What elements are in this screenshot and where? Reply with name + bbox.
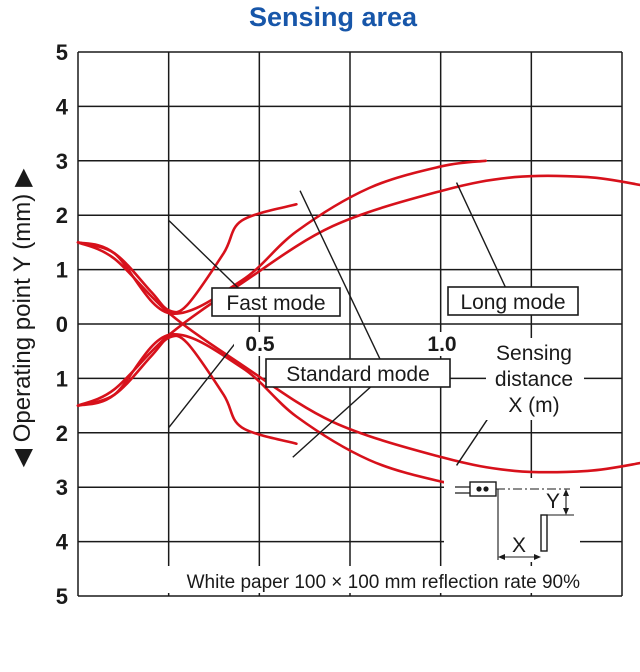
callout-standard-mode-label: Standard mode: [286, 363, 430, 386]
y-tick-label: 5: [56, 584, 68, 609]
callout-fast-mode: Fast mode: [211, 287, 341, 317]
y-tick-label: 1: [56, 366, 68, 391]
sensor-diagram: Y X: [444, 478, 580, 562]
diagram-y-label: Y: [546, 490, 560, 513]
diagram-x-label: X: [512, 534, 526, 557]
callout-fast-mode-label: Fast mode: [226, 292, 325, 315]
leader-line: [168, 334, 243, 428]
grid: [77, 51, 623, 597]
callout-standard-mode: Standard mode: [265, 358, 451, 388]
leader-line: [299, 190, 381, 360]
curve-standard-mode-upper: [76, 159, 487, 315]
measurement-note: White paper 100 × 100 mm reflection rate…: [187, 572, 581, 593]
y-axis-label: ◀ Operating point Y (mm) ▶: [9, 168, 36, 467]
x-tick-labels: 0.5 1.0: [234, 332, 468, 356]
x-tick-bg: [416, 332, 468, 356]
leader-line: [455, 182, 512, 300]
y-tick-label: 4: [56, 94, 69, 119]
y-tick-label: 3: [56, 149, 68, 174]
leader-line: [292, 377, 381, 458]
leader-line: [168, 220, 243, 292]
y-tick-labels: 5 4 3 2 1 0 1 2 3 4 5: [56, 40, 69, 609]
y-tick-label: 2: [56, 421, 68, 446]
y-tick-label: 1: [56, 258, 68, 283]
y-tick-label: 5: [56, 40, 68, 65]
y-tick-label: 2: [56, 203, 68, 228]
x-tick-label: 1.0: [427, 333, 456, 356]
curve-long-mode-upper: [76, 174, 640, 407]
curve-standard-mode-lower: [76, 333, 487, 489]
y-tick-label: 3: [56, 475, 68, 500]
callout-long-mode-label: Long mode: [460, 291, 565, 314]
x-tick-label: 0.5: [245, 333, 275, 356]
y-tick-label: 0: [56, 312, 68, 337]
chart-title: Sensing area: [249, 2, 418, 32]
callout-leader-lines: [168, 182, 512, 466]
callout-long-mode: Long mode: [447, 286, 579, 316]
y-tick-label: 4: [56, 530, 69, 555]
x-tick-bg: [234, 332, 286, 356]
